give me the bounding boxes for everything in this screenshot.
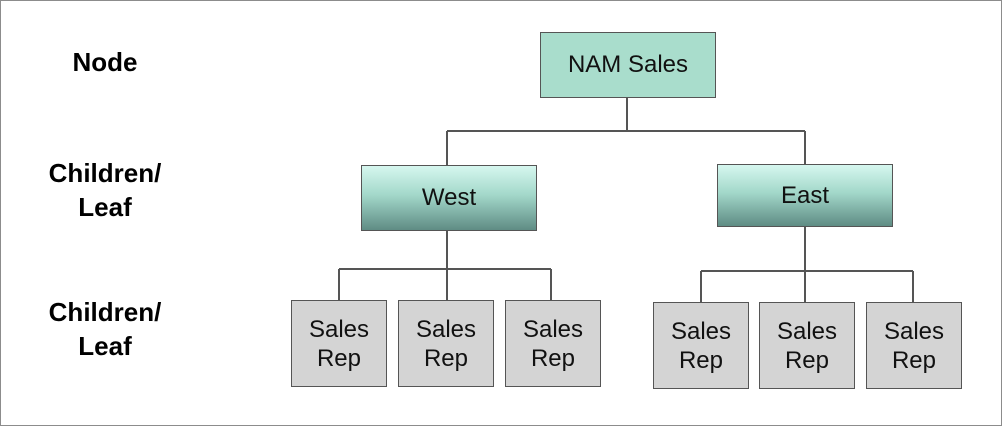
leaf-west-sales-rep-3: Sales Rep <box>505 300 601 387</box>
leaf-west-sales-rep-1: Sales Rep <box>291 300 387 387</box>
node-nam-sales: NAM Sales <box>540 32 716 98</box>
node-west: West <box>361 165 537 231</box>
leaf-east-sales-rep-1: Sales Rep <box>653 302 749 389</box>
node-east: East <box>717 164 893 227</box>
level-label-children-1: Children/ Leaf <box>48 158 162 222</box>
leaf-east-sales-rep-3: Sales Rep <box>866 302 962 389</box>
level-label-node: Node <box>72 47 138 77</box>
level-label-children-2: Children/ Leaf <box>48 297 162 361</box>
leaf-east-sales-rep-2: Sales Rep <box>759 302 855 389</box>
leaf-west-sales-rep-2: Sales Rep <box>398 300 494 387</box>
